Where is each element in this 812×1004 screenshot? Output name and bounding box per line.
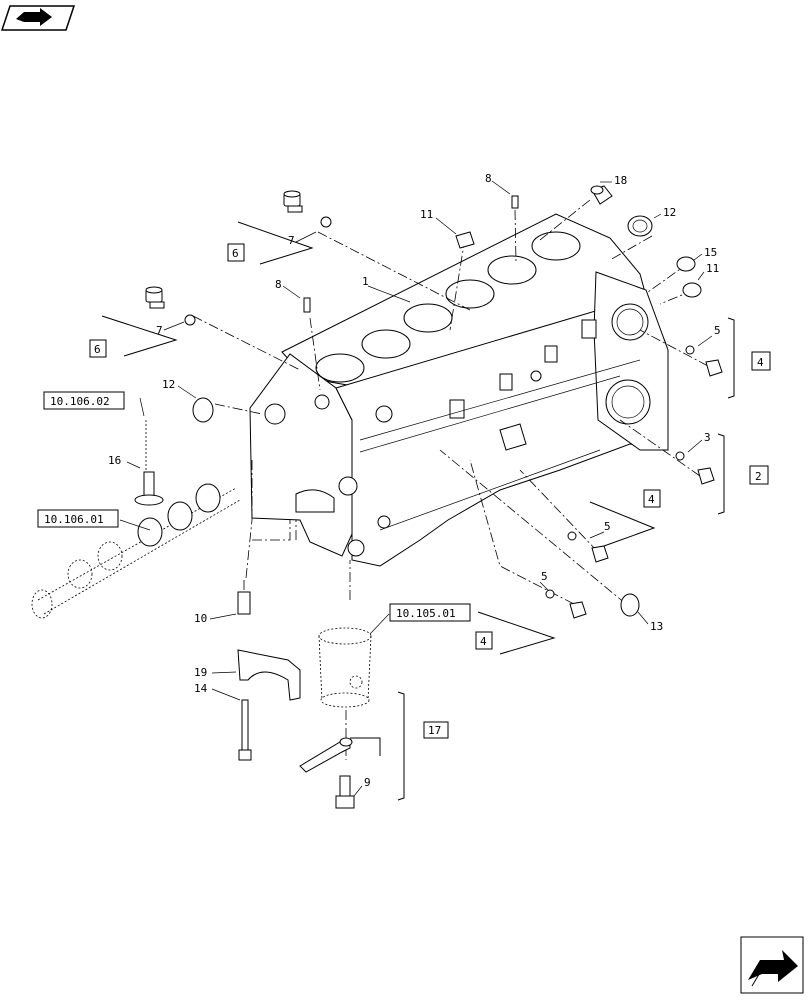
- box-6b: 6: [94, 343, 101, 356]
- callout-3: 3: [704, 431, 711, 444]
- part-15: [676, 256, 696, 272]
- cup-plug-12-upper: [627, 215, 653, 237]
- tappet-16: [134, 420, 164, 506]
- parts: [31, 185, 723, 809]
- ref-10-106-02: 10.106.02: [50, 395, 110, 408]
- callout-10: 10: [194, 612, 207, 625]
- o-ring-7-upper: [320, 216, 332, 228]
- callout-5a: 5: [714, 324, 721, 337]
- callout-11a: 11: [420, 208, 433, 221]
- part-11-right: [682, 282, 702, 298]
- box-6a: 6: [232, 247, 239, 260]
- plug-part-18: [590, 185, 613, 205]
- boxed-callouts: 6 6 4 2 4 4 17: [89, 243, 771, 739]
- callout-8a: 8: [485, 172, 492, 185]
- bushing-10: [237, 591, 251, 615]
- bolt-9: [335, 775, 355, 809]
- callout-18: 18: [614, 174, 627, 187]
- callout-5c: 5: [541, 570, 548, 583]
- box-4a: 4: [757, 356, 764, 369]
- plug-mid: [591, 545, 609, 563]
- oil-jet-17: [299, 737, 381, 773]
- plug-11-upper: [455, 231, 475, 249]
- bolt-14: [238, 699, 252, 761]
- o-ring-5-mid: [567, 531, 577, 541]
- callout-11b: 11: [706, 262, 719, 275]
- callout-9: 9: [364, 776, 371, 789]
- plug-part-upper-left: [283, 190, 303, 213]
- leader-lines: [192, 199, 709, 760]
- o-ring-7-lower: [184, 314, 196, 326]
- dowel-8-lower: [303, 297, 311, 313]
- book-arrow-icon[interactable]: [0, 5, 76, 31]
- box-4b: 4: [648, 493, 655, 506]
- ref-10-105-01: 10.105.01: [396, 607, 456, 620]
- plug-right-upper: [705, 359, 723, 377]
- callout-12a: 12: [663, 206, 676, 219]
- dowel-8-upper: [511, 195, 519, 209]
- cup-plug-13: [620, 593, 640, 617]
- ref-10-106-01: 10.106.01: [44, 513, 104, 526]
- next-page-arrow-icon[interactable]: [740, 936, 804, 994]
- callout-labels: 1 3 5 5 5 7 7 8 8 9 10 11 11 12 12 13 14…: [108, 172, 721, 789]
- o-ring-5-lower: [545, 589, 555, 599]
- callout-1: 1: [362, 275, 369, 288]
- callout-16: 16: [108, 454, 121, 467]
- plug-right-lower: [697, 467, 715, 485]
- callout-15: 15: [704, 246, 717, 259]
- callout-14: 14: [194, 682, 208, 695]
- callout-19: 19: [194, 666, 207, 679]
- callout-12b: 12: [162, 378, 175, 391]
- plug-lower: [569, 601, 587, 619]
- camshaft: [31, 483, 241, 619]
- brackets: [101, 221, 735, 801]
- reference-boxes: 10.106.02 10.106.01 10.105.01: [37, 391, 471, 622]
- box-17: 17: [428, 724, 441, 737]
- box-2: 2: [755, 470, 762, 483]
- o-ring-5-right: [685, 345, 695, 355]
- callout-7a: 7: [288, 234, 295, 247]
- box-4c: 4: [480, 635, 487, 648]
- piston-ref: [318, 627, 372, 708]
- callout-8b: 8: [275, 278, 282, 291]
- plug-part-left: [145, 286, 165, 309]
- callout-5b: 5: [604, 520, 611, 533]
- bearing-cap-19: [237, 649, 301, 701]
- callout-13: 13: [650, 620, 663, 633]
- callout-leaders: [119, 180, 713, 797]
- cup-plug-12-left: [192, 397, 214, 423]
- callout-7b: 7: [156, 324, 163, 337]
- engine-block: [249, 213, 669, 567]
- o-ring-3: [675, 451, 685, 461]
